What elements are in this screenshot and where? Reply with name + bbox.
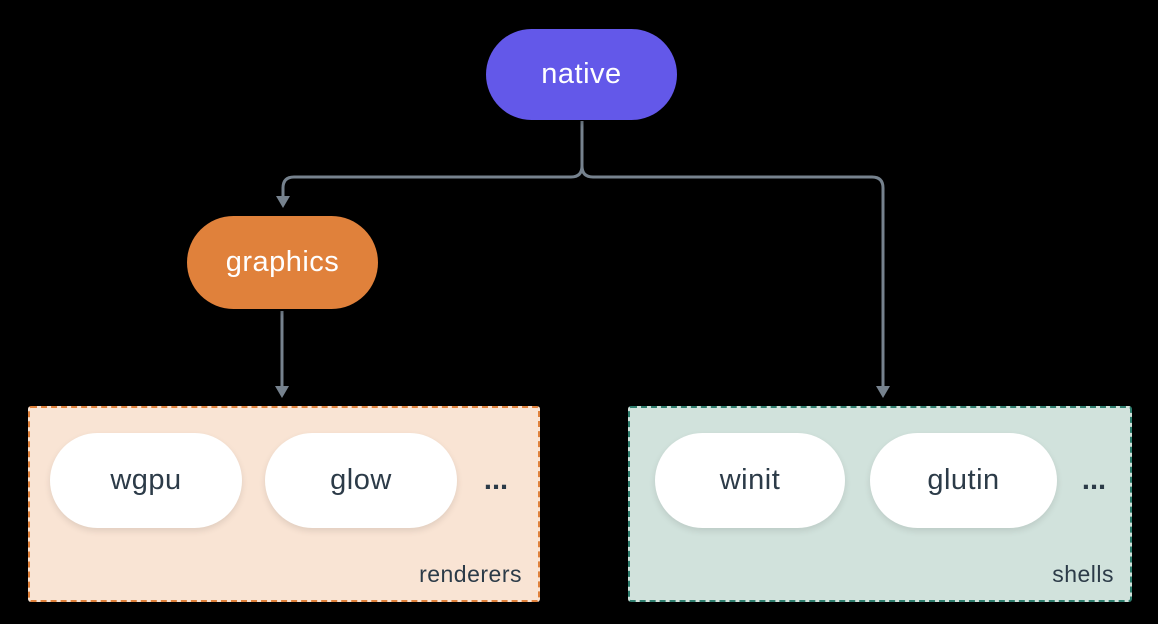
node-wgpu: wgpu	[50, 433, 242, 528]
node-glow-label: glow	[330, 464, 392, 496]
node-glutin-label: glutin	[927, 464, 1000, 496]
node-native-label: native	[541, 58, 622, 90]
ellipsis-label: ...	[1081, 464, 1107, 496]
group-shells: winit glutin ... shells	[628, 406, 1132, 602]
edge-native-shells	[580, 121, 885, 387]
arrowhead-icon	[876, 386, 890, 398]
node-graphics: graphics	[187, 216, 378, 309]
group-renderers-label: renderers	[419, 561, 522, 587]
node-native: native	[486, 29, 677, 120]
node-glutin: glutin	[870, 433, 1057, 528]
edge-native-graphics	[281, 121, 584, 197]
group-renderers: wgpu glow ... renderers	[28, 406, 540, 602]
node-glow: glow	[265, 433, 457, 528]
node-wgpu-label: wgpu	[110, 464, 182, 496]
arrowhead-icon	[276, 196, 290, 208]
arrowhead-icon	[275, 386, 289, 398]
node-graphics-label: graphics	[225, 246, 340, 278]
node-winit: winit	[655, 433, 845, 528]
ellipsis-label: ...	[483, 464, 509, 496]
node-winit-label: winit	[719, 464, 781, 496]
group-shells-label: shells	[1052, 561, 1114, 587]
